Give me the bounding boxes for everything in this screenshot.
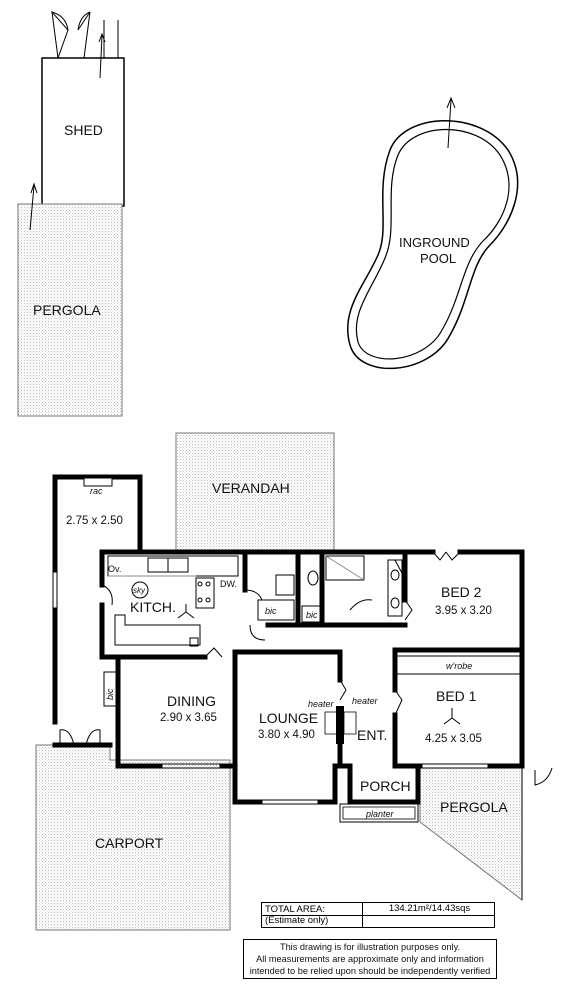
pergola-bottom: PERGOLA — [419, 767, 553, 902]
side-cupboard — [103, 671, 117, 707]
wet-areas: bic bic — [257, 555, 403, 623]
verandah-label: VERANDAH — [212, 480, 290, 496]
pergola-top: PERGOLA — [17, 182, 123, 417]
dining-label: DINING — [167, 693, 216, 709]
verandah: VERANDAH — [175, 432, 335, 554]
disclaimer-line2: All measurements are approximate only an… — [256, 954, 484, 964]
bic-bath-label: bic — [306, 610, 318, 620]
lounge-dims: 3.80 x 4.90 — [258, 729, 315, 741]
heater-block — [336, 706, 344, 744]
total-area-label-line2: (Estimate only) — [265, 915, 329, 926]
shed: SHED — [41, 10, 125, 207]
pool-label-line1: INGROUND — [399, 235, 470, 250]
dining-dims: 2.90 x 3.65 — [160, 712, 217, 724]
bed2-label: BED 2 — [441, 584, 482, 600]
total-area-label-line1: TOTAL AREA: — [265, 904, 326, 915]
ceiling-fan-icon — [177, 604, 195, 619]
kitchen-label: KITCH. — [130, 599, 176, 615]
pergola-top-label: PERGOLA — [33, 302, 101, 318]
bed2-dims: 3.95 x 3.20 — [435, 605, 492, 617]
heater-label-right: heater — [352, 696, 379, 706]
pool-label-line2: POOL — [420, 251, 456, 266]
planter: planter — [339, 803, 419, 823]
doors — [59, 551, 461, 746]
side-room-dims: 2.75 x 2.50 — [66, 515, 123, 527]
bic-laundry-label: bic — [265, 606, 277, 616]
disclaimer-box: This drawing is for illustration purpose… — [243, 939, 497, 979]
total-area-label: TOTAL AREA: (Estimate only) — [265, 904, 328, 926]
planter-label: planter — [365, 809, 395, 819]
kitchen-fixtures: sky Ov. DW. KITCH. — [107, 555, 239, 647]
disclaimer-line1: This drawing is for illustration purpose… — [279, 942, 461, 952]
lounge-label: LOUNGE — [259, 710, 318, 726]
wardrobe — [396, 655, 521, 675]
wardrobe-label: w'robe — [446, 661, 472, 671]
entry-label: ENT. — [357, 727, 387, 743]
heater-label-left: heater — [308, 699, 335, 709]
total-area-value: 134.21m²/14.43sqs — [388, 903, 471, 914]
bed1-dims: 4.25 x 3.05 — [425, 733, 482, 745]
bed1-label: BED 1 — [436, 688, 477, 704]
rac-label: rac — [90, 486, 103, 496]
dishwasher-label: DW. — [220, 579, 237, 589]
carport: CARPORT — [35, 744, 231, 931]
inground-pool: INGROUND POOL — [346, 96, 519, 370]
bed1-fan-icon — [443, 708, 461, 725]
skylight-label: sky — [133, 586, 146, 595]
pergola-bottom-label: PERGOLA — [440, 799, 508, 815]
rac-unit — [83, 477, 113, 487]
oven-label: Ov. — [108, 564, 121, 574]
shed-label: SHED — [64, 122, 103, 138]
house-walls — [52, 474, 525, 805]
carport-label: CARPORT — [95, 835, 164, 851]
total-area-table: TOTAL AREA: (Estimate only) 134.21m²/14.… — [261, 902, 495, 928]
bic-side-label: bic — [105, 688, 115, 700]
disclaimer-line3: intended to be relied upon should be ind… — [249, 966, 491, 976]
porch-label: PORCH — [360, 778, 411, 794]
